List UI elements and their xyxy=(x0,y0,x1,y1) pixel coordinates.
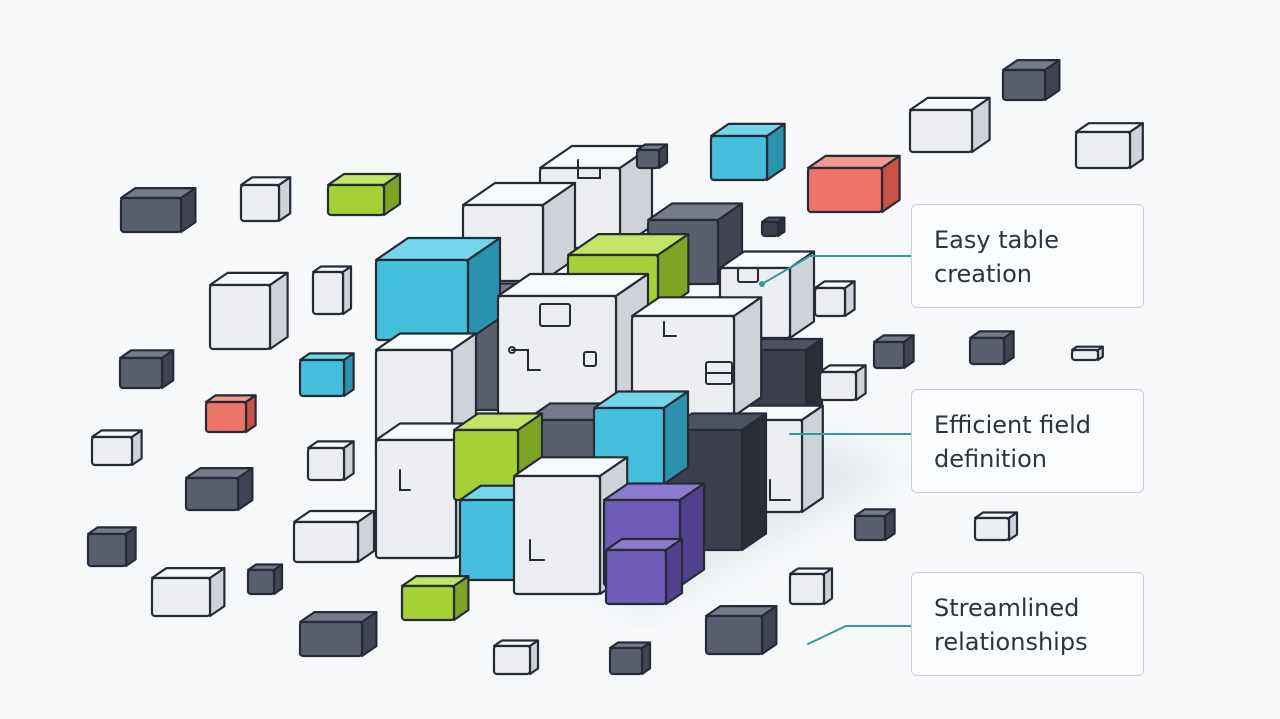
block-icon xyxy=(704,604,778,656)
block-icon xyxy=(788,567,834,606)
block-icon xyxy=(608,641,652,676)
block-icon xyxy=(872,334,915,370)
block-icon xyxy=(118,349,175,390)
block-icon xyxy=(853,508,896,542)
cluster-block xyxy=(374,236,502,342)
callout-easy-table-creation: Easy table creation xyxy=(911,204,1144,308)
block-icon xyxy=(968,330,1015,366)
block-icon xyxy=(813,280,856,318)
block-icon xyxy=(1001,58,1061,102)
block-icon xyxy=(90,429,143,467)
block-icon xyxy=(246,563,284,596)
block-icon xyxy=(311,265,353,316)
callout-streamlined-relationships: Streamlined relationships xyxy=(911,572,1144,676)
cluster-block xyxy=(452,412,544,502)
connector-line-icon xyxy=(761,255,912,285)
callout-efficient-field-definition: Efficient field definition xyxy=(911,389,1144,493)
block-icon xyxy=(806,154,901,214)
block-icon xyxy=(760,216,786,238)
connector-dot xyxy=(759,281,765,287)
cube-cluster-icon xyxy=(374,144,824,606)
block-icon xyxy=(298,610,378,658)
block-icon xyxy=(326,172,402,217)
cluster-block xyxy=(604,537,684,606)
callout-connectors xyxy=(759,255,912,645)
block-icon xyxy=(150,566,226,618)
block-icon xyxy=(239,176,292,223)
block-icon xyxy=(306,440,355,482)
scattered-blocks xyxy=(86,58,1144,676)
block-icon xyxy=(86,526,137,568)
block-icon xyxy=(119,187,197,234)
block-icon xyxy=(818,364,867,402)
block-icon xyxy=(1070,345,1104,362)
block-icon xyxy=(492,639,540,676)
block-icon xyxy=(1074,122,1144,170)
block-icon xyxy=(184,467,254,512)
block-icon xyxy=(635,143,669,170)
block-icon xyxy=(400,574,470,622)
block-glyphs xyxy=(399,159,791,561)
block-icon xyxy=(709,122,786,182)
block-icon xyxy=(208,271,289,351)
block-icon xyxy=(204,394,257,434)
block-icon xyxy=(298,352,355,398)
connector-line-icon xyxy=(807,625,912,645)
block-icon xyxy=(292,509,376,564)
block-icon xyxy=(908,96,991,154)
block-icon xyxy=(973,511,1019,542)
